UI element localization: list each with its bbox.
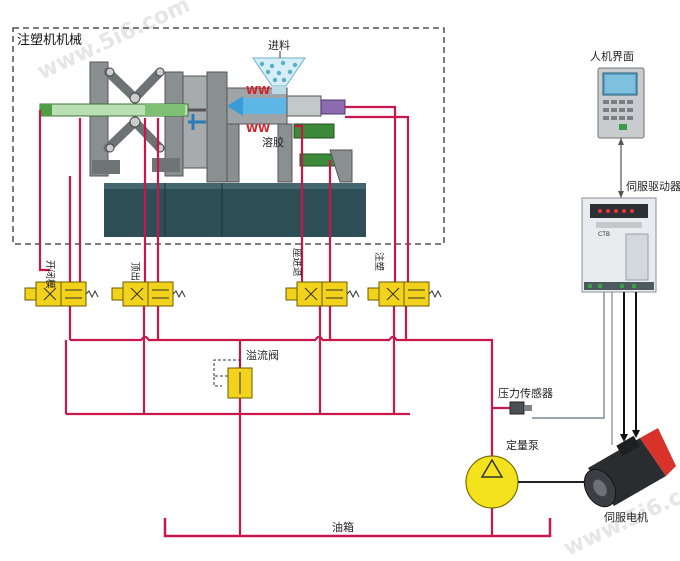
heater-icon: W: [246, 122, 258, 135]
clamp-unit: [39, 61, 228, 183]
servo-drive-label: 伺服驱动器: [626, 180, 680, 193]
sensor-signal-line: [532, 292, 605, 419]
servo-drive-icon: CTB: [581, 197, 657, 293]
relief-valve-label: 溢流阀: [246, 348, 279, 362]
oil-tank: [163, 518, 552, 538]
pressure-sensor-label: 压力传感器: [498, 387, 553, 400]
pump-label: 定量泵: [506, 438, 539, 452]
heater-icon: W: [258, 122, 270, 135]
valve-mold-label: 开闭模: [44, 260, 56, 289]
hmi-label: 人机界面: [590, 49, 634, 63]
hopper-icon: [252, 57, 306, 94]
valve-carriage: [285, 281, 360, 307]
tank-label: 油箱: [332, 520, 354, 534]
feed-label: 进料: [268, 38, 290, 52]
drive-to-motor-lines: [611, 292, 640, 445]
valve-mold-open-close: [24, 281, 99, 307]
hmi-panel-icon: [597, 67, 645, 139]
servo-motor-label: 伺服电机: [604, 510, 648, 524]
injection-unit: W W W W: [226, 84, 353, 183]
pressure-sensor-icon: [509, 401, 532, 415]
valve-carriage-label: 座进退: [291, 248, 303, 277]
hydraulic-lines: [38, 105, 510, 536]
drive-brand: CTB: [598, 231, 610, 238]
machine-base: [104, 183, 366, 237]
valve-inject-label: 注塑: [373, 252, 385, 272]
machine-title: 注塑机机械: [17, 33, 82, 48]
heater-icon: W: [246, 84, 258, 97]
machine-frame: [12, 27, 445, 245]
valve-eject: [111, 281, 186, 307]
servo-motor-icon: [583, 428, 676, 508]
melt-label: 溶胶: [262, 135, 284, 149]
valve-inject: [367, 281, 442, 307]
valve-eject-label: 顶出: [129, 262, 141, 281]
fixed-pump-icon: [465, 455, 585, 509]
relief-valve: [213, 359, 253, 399]
heater-icon: W: [258, 84, 270, 97]
